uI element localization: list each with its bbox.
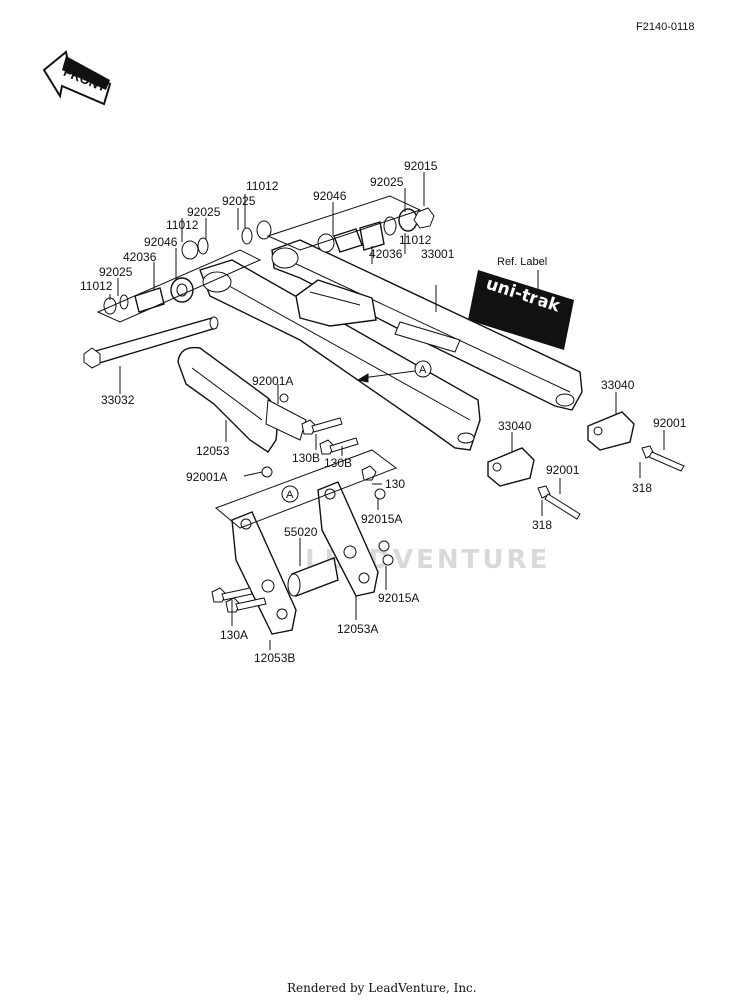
chain-adjuster-right xyxy=(587,411,635,451)
part-92015a-a: 92015A xyxy=(361,512,402,526)
ref-label: Ref. Label xyxy=(497,256,547,268)
leader-lines xyxy=(109,172,665,650)
part-42036-right: 42036 xyxy=(369,247,403,261)
callout-a-upper: A xyxy=(356,360,432,383)
part-92025-c: 92025 xyxy=(187,205,221,219)
part-130: 130 xyxy=(385,477,405,491)
part-12053b: 12053B xyxy=(254,651,295,665)
lower-bolts xyxy=(211,465,394,613)
front-arrow-icon: FRONT xyxy=(42,50,112,106)
part-11012-right: 11012 xyxy=(399,233,432,247)
part-92025-b: 92025 xyxy=(222,194,256,208)
footer-credit: Rendered by LeadVenture, Inc. xyxy=(287,981,477,995)
callout-a-lower: A xyxy=(281,485,299,503)
part-33001: 33001 xyxy=(421,247,455,261)
adjuster-bolts xyxy=(537,445,685,520)
part-92001-b: 92001 xyxy=(546,463,580,477)
part-12053: 12053 xyxy=(196,444,230,458)
part-92001-a: 92001 xyxy=(653,416,687,430)
part-33032: 33032 xyxy=(101,393,135,407)
part-130b-a: 130B xyxy=(292,451,320,465)
swing-arm xyxy=(199,239,583,451)
part-92046-b: 92046 xyxy=(144,235,178,249)
chain-guide xyxy=(177,346,307,453)
linkage-plate-12053a xyxy=(317,481,379,597)
part-130b-b: 130B xyxy=(324,456,352,470)
part-12053a: 12053A xyxy=(337,622,378,636)
part-92046-a: 92046 xyxy=(313,189,347,203)
bolts-130b xyxy=(261,393,359,478)
part-92025-d: 92025 xyxy=(99,265,133,279)
svg-text:A: A xyxy=(419,364,427,376)
part-92015a-b: 92015A xyxy=(378,591,419,605)
collar-55020 xyxy=(287,557,339,597)
diagram-code: F2140-0118 xyxy=(636,21,695,33)
svg-text:A: A xyxy=(286,489,294,501)
part-92015-top: 92015 xyxy=(404,159,438,173)
part-55020: 55020 xyxy=(284,525,318,539)
part-130a: 130A xyxy=(220,628,248,642)
part-11012-b: 11012 xyxy=(166,218,199,232)
part-92001a-b: 92001A xyxy=(186,470,227,484)
part-92001a-a: 92001A xyxy=(252,374,293,388)
part-92025-top: 92025 xyxy=(370,175,404,189)
right-bushings xyxy=(266,195,435,253)
part-11012-top: 11012 xyxy=(246,179,279,193)
part-318-a: 318 xyxy=(632,481,652,495)
pivot-shaft xyxy=(83,316,219,369)
part-318-b: 318 xyxy=(532,518,552,532)
linkage-plate-12053b xyxy=(231,511,297,635)
chain-adjuster-left xyxy=(487,447,535,487)
linkage-outline xyxy=(215,449,398,529)
part-42036-a: 42036 xyxy=(123,250,157,264)
uni-trak-label: uni-trak xyxy=(468,270,574,350)
part-11012-c: 11012 xyxy=(80,279,113,293)
left-bushings xyxy=(96,220,272,323)
part-33040-b: 33040 xyxy=(498,419,532,433)
part-33040-a: 33040 xyxy=(601,378,635,392)
